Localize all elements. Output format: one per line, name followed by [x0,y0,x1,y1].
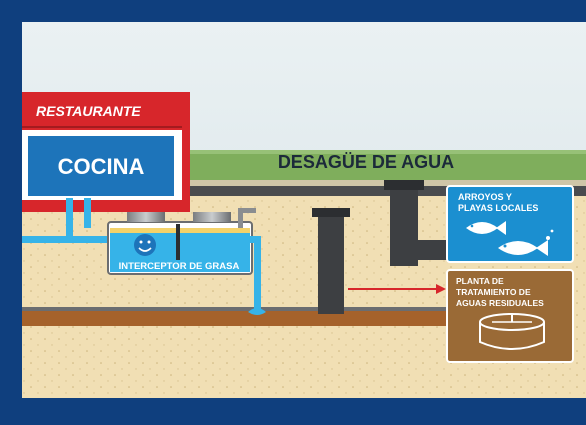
drain-label: DESAGÜE DE AGUA [278,152,454,172]
streams-box: ARROYOS Y PLAYAS LOCALES [446,185,574,263]
bubble-icon-2 [550,229,554,233]
interceptor-lid-right [193,212,231,222]
kitchen-drain-pipe-1 [66,198,73,238]
flow-arrow-head [436,284,446,294]
vent-pipe [238,208,243,228]
storm-drain-grate [384,180,424,190]
interceptor-lid-left [127,212,165,222]
sewer-pipe-edge [22,307,452,311]
treatment-label-line3: AGUAS RESIDUALES [456,298,544,308]
inlet-pipe [22,236,112,243]
drain-band-top [22,186,586,196]
interceptor-baffle [176,224,180,260]
restaurant-divider [22,126,182,128]
grass-highlight [22,150,586,154]
storm-drain-outlet [418,240,450,260]
outlet-splash [248,308,266,315]
treatment-box: PLANTA DE TRATAMIENTO DE AGUAS RESIDUALE… [446,269,574,363]
interceptor-label: INTERCEPTOR DE GRASA [119,261,240,272]
streams-label-line1: ARROYOS Y [458,192,512,202]
vent-pipe-elbow [238,208,256,213]
fish-icon-2 [498,240,548,256]
smiley-icon [134,234,156,256]
outlet-pipe [246,236,260,243]
treatment-label-line1: PLANTA DE [456,276,504,286]
ground-edge [22,180,586,186]
kitchen-drain-pipe-2 [84,198,91,228]
outlet-drop-pipe [254,236,261,314]
streams-label-line2: PLAYAS LOCALES [458,203,538,213]
bubble-icon [546,236,550,240]
treatment-tank-icon [479,313,545,350]
fish-icon [466,221,506,235]
vertical-drain-pipe [318,214,344,314]
storm-drain-pipe [390,190,418,266]
treatment-label-line2: TRATAMIENTO DE [456,287,531,297]
vertical-drain-cap [312,208,350,217]
restaurant-sign [22,100,182,120]
kitchen-panel [28,136,174,196]
sewer-pipe [22,310,452,326]
kitchen-label: COCINA [58,154,145,179]
restaurant-label: RESTAURANTE [36,103,141,119]
